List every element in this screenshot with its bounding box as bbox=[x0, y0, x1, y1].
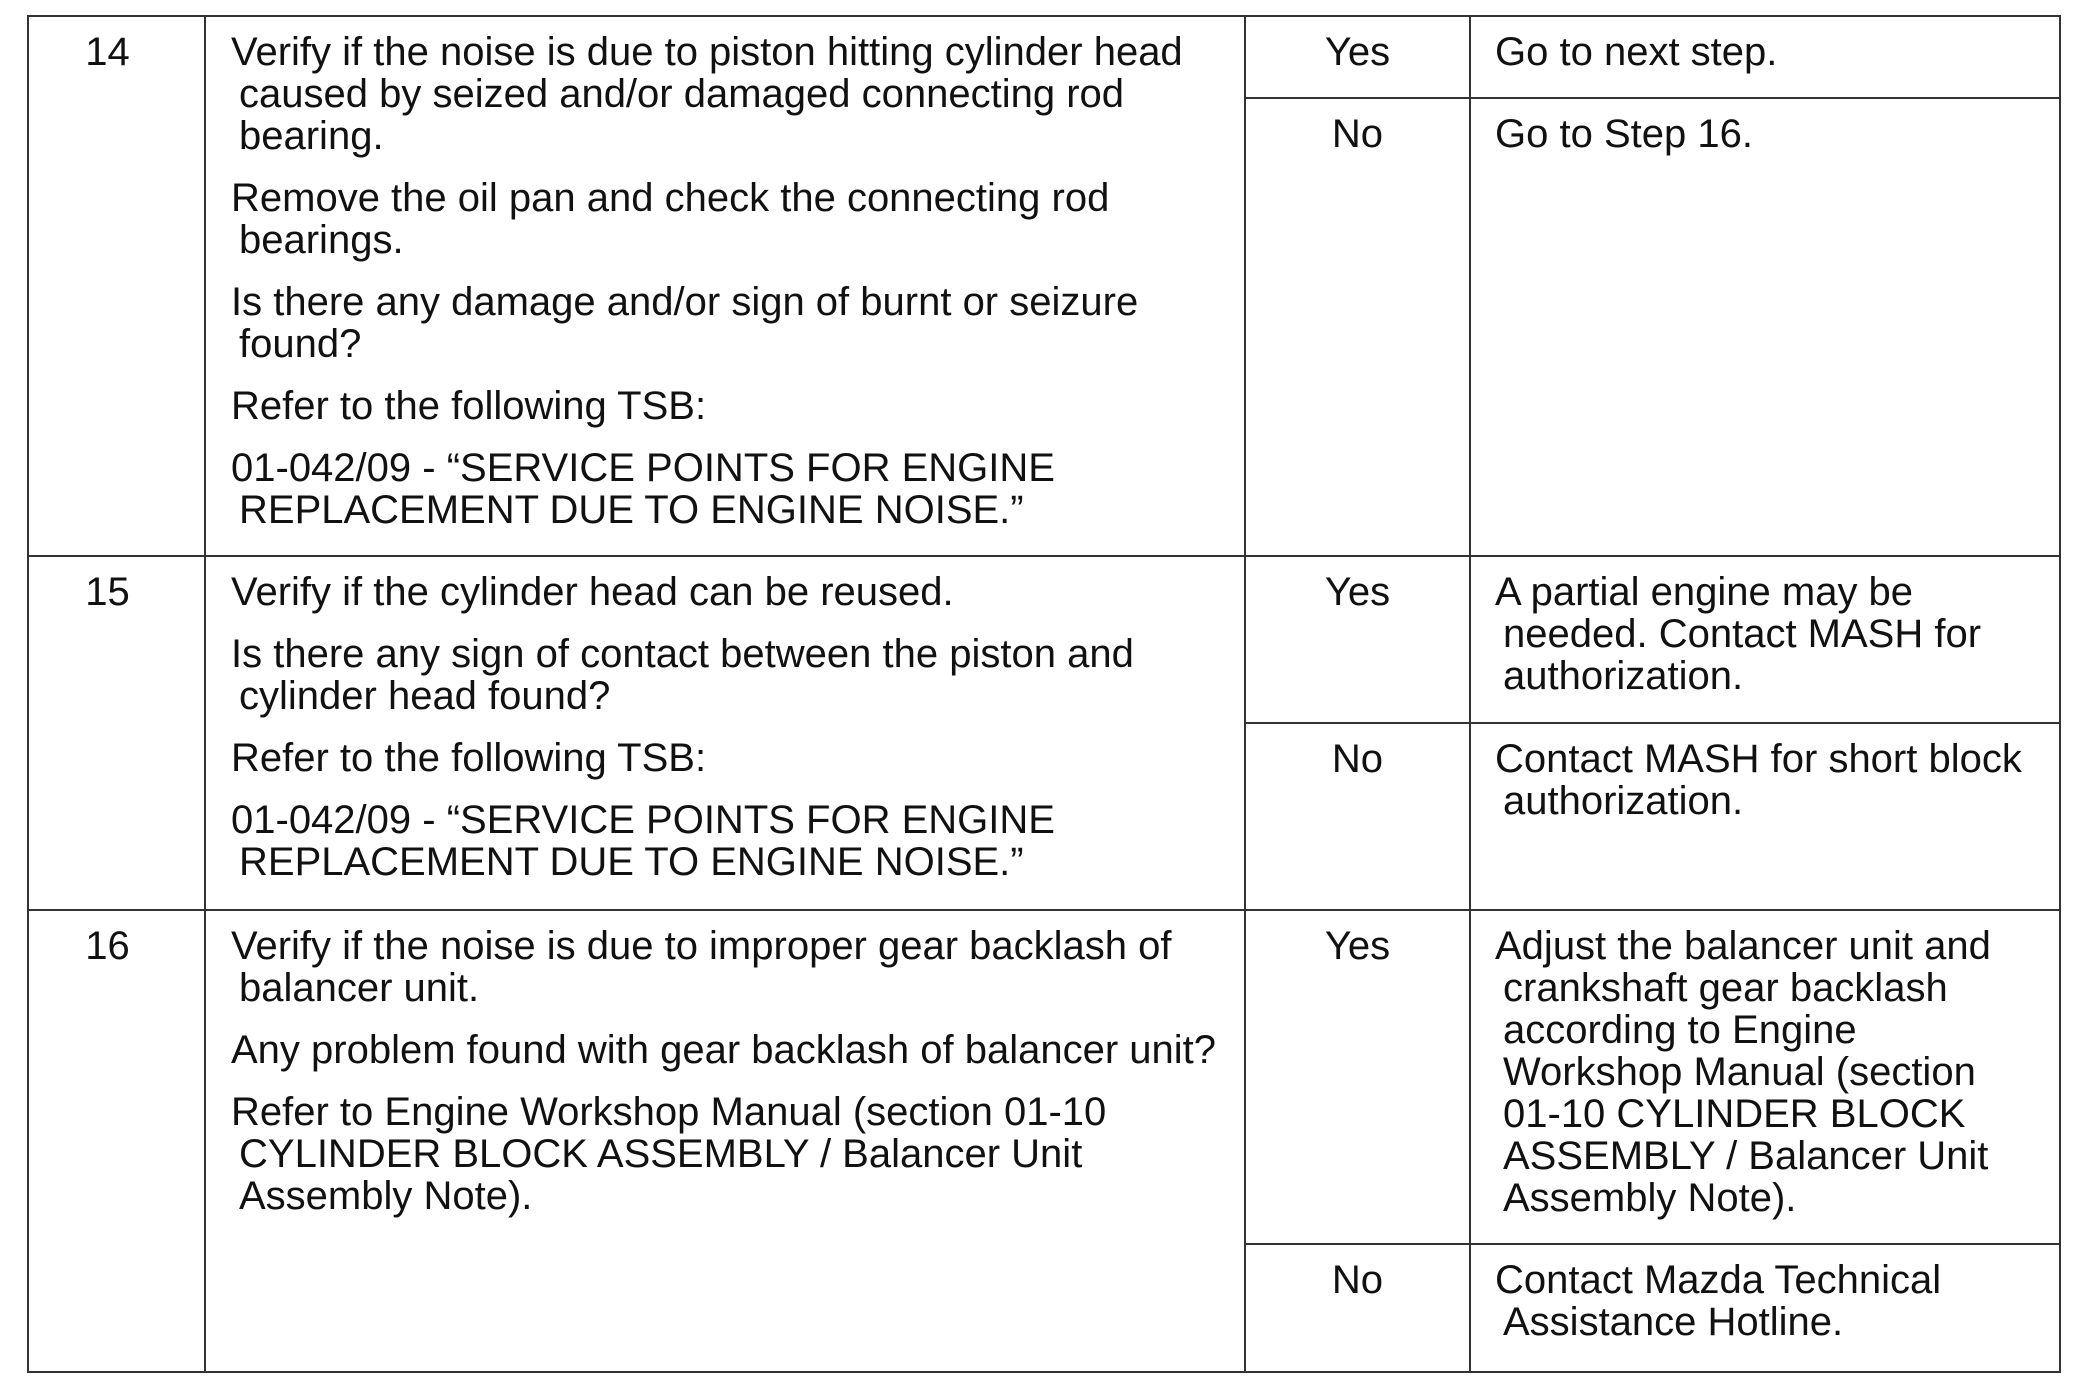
action-paragraph: Remove the oil pan and check the connect… bbox=[231, 176, 1110, 262]
step-row-15-no: No Contact MASH for short block authoriz… bbox=[28, 722, 2061, 911]
action-paragraph: Verify if the noise is due to improper g… bbox=[231, 924, 1172, 1010]
action-paragraph: Refer to the following TSB: bbox=[231, 384, 707, 428]
step-action: Verify if the noise is due to improper g… bbox=[204, 909, 1246, 1373]
step-action: Verify if the cylinder head can be reuse… bbox=[204, 555, 1246, 911]
answer-yes: Yes bbox=[1244, 555, 1471, 724]
diagnostic-procedure-table: 14 Verify if the noise is due to piston … bbox=[27, 15, 2061, 1373]
step-row-16-yes: 16 Verify if the noise is due to imprope… bbox=[27, 909, 2061, 1373]
step-action: Verify if the noise is due to piston hit… bbox=[204, 15, 1246, 557]
step-number: 15 bbox=[27, 555, 206, 911]
result-text: Adjust the balancer unit and crankshaft … bbox=[1495, 924, 1991, 1220]
action-paragraph: Any problem found with gear backlash of … bbox=[231, 1028, 1217, 1072]
answer-no: No bbox=[1244, 722, 1471, 911]
step-row-16-no: No Contact Mazda Technical Assistance Ho… bbox=[28, 1243, 2061, 1373]
step-row-15-yes: 15 Verify if the cylinder head can be re… bbox=[27, 555, 2061, 911]
action-paragraph: 01-042/09 - “SERVICE POINTS FOR ENGINE R… bbox=[231, 446, 1055, 532]
action-paragraph: Refer to Engine Workshop Manual (section… bbox=[231, 1090, 1107, 1218]
result-no: Go to Step 16. bbox=[1469, 97, 2061, 557]
result-text: Contact Mazda Technical Assistance Hotli… bbox=[1495, 1258, 1942, 1344]
result-yes: Go to next step. bbox=[1469, 15, 2061, 99]
answer-yes: Yes bbox=[1244, 909, 1471, 1245]
result-text: Go to next step. bbox=[1495, 30, 1778, 74]
step-number: 16 bbox=[27, 909, 206, 1373]
action-paragraph: 01-042/09 - “SERVICE POINTS FOR ENGINE R… bbox=[231, 798, 1055, 884]
action-paragraph: Is there any damage and/or sign of burnt… bbox=[231, 280, 1139, 366]
result-yes: Adjust the balancer unit and crankshaft … bbox=[1469, 909, 2061, 1245]
result-text: Contact MASH for short block authorizati… bbox=[1495, 737, 2022, 823]
step-row-14-no: No Go to Step 16. bbox=[28, 97, 2061, 557]
result-no: Contact MASH for short block authorizati… bbox=[1469, 722, 2061, 911]
action-paragraph: Is there any sign of contact between the… bbox=[231, 632, 1134, 718]
answer-yes: Yes bbox=[1244, 15, 1471, 99]
step-row-14-yes: 14 Verify if the noise is due to piston … bbox=[27, 15, 2061, 557]
step-number: 14 bbox=[27, 15, 206, 557]
answer-no: No bbox=[1244, 97, 1471, 557]
result-yes: A partial engine may be needed. Contact … bbox=[1469, 555, 2061, 724]
result-text: A partial engine may be needed. Contact … bbox=[1495, 570, 1982, 698]
action-paragraph: Verify if the cylinder head can be reuse… bbox=[231, 570, 954, 614]
action-paragraph: Verify if the noise is due to piston hit… bbox=[231, 30, 1183, 158]
action-paragraph: Refer to the following TSB: bbox=[231, 736, 707, 780]
answer-no: No bbox=[1244, 1243, 1471, 1373]
result-text: Go to Step 16. bbox=[1495, 112, 1753, 156]
result-no: Contact Mazda Technical Assistance Hotli… bbox=[1469, 1243, 2061, 1373]
